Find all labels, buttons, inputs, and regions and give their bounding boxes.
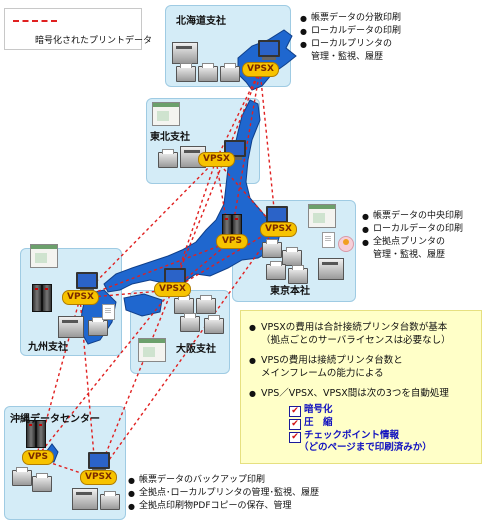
- printer-icon: [282, 247, 302, 266]
- vpsx-badge-tokyo: VPSX: [260, 222, 297, 237]
- printer-icon: [72, 488, 98, 510]
- server-icon: [42, 284, 52, 312]
- printer-icon: [266, 261, 286, 280]
- printer-icon: [88, 317, 108, 336]
- printer-icon: [180, 313, 200, 332]
- map-honshu: [103, 99, 281, 293]
- printer-icon: [196, 295, 216, 314]
- vps-badge-tokyo: VPS: [216, 234, 248, 249]
- notes-okinawa: 帳票データのバックアップ印刷 全拠点･ローカルプリンタの管理･監視、履歴 全拠点…: [128, 474, 319, 513]
- note-item-continued: 管理・監視、履歴: [373, 250, 446, 260]
- vps-badge-okinawa: VPS: [22, 450, 54, 465]
- check-item-checkpoint: ✔チェックポイント情報: [289, 427, 399, 443]
- check-item-label: チェックポイント情報: [304, 430, 400, 441]
- computer-icon: [76, 272, 98, 292]
- server-icon: [32, 284, 42, 312]
- note-item: 全拠点印刷物PDFコピーの保存、管理: [128, 500, 319, 513]
- region-label-kyushu: 九州支社: [28, 342, 68, 353]
- document-window-icon: [30, 244, 58, 268]
- printer-icon: [12, 467, 32, 486]
- user-icon: [338, 236, 354, 252]
- document-icon: [102, 304, 115, 320]
- printer-icon: [288, 265, 308, 284]
- note-item: 帳票データのバックアップ印刷: [128, 474, 319, 487]
- server-icon: [36, 420, 46, 448]
- map-hokkaido: [237, 29, 297, 91]
- region-label-hokkaido: 北海道支社: [176, 16, 226, 27]
- region-label-tohoku: 東北支社: [150, 132, 190, 143]
- server-icon: [26, 420, 36, 448]
- info-item-continued: （拠点ごとのサーバライセンスは必要なし）: [261, 335, 451, 346]
- computer-icon: [258, 40, 280, 60]
- printer-icon: [220, 63, 240, 82]
- note-item: 全拠点プリンタの: [362, 236, 463, 249]
- legend-dashed-line: [13, 20, 57, 22]
- checkbox-icon: ✔: [289, 419, 301, 430]
- document-icon: [322, 232, 335, 248]
- checkbox-icon: ✔: [289, 406, 301, 417]
- note-item: ローカルデータの印刷: [300, 25, 401, 38]
- connection-line-tkv-kyu: [79, 241, 231, 299]
- connection-lines: [35, 69, 277, 479]
- note-item: 帳票データの分散印刷: [300, 12, 401, 25]
- connection-line-toh-kyu: [79, 159, 217, 299]
- note-item: 全拠点･ローカルプリンタの管理･監視、履歴: [128, 487, 319, 500]
- vpsx-badge-tohoku: VPSX: [198, 152, 235, 167]
- document-window-icon: [152, 102, 180, 126]
- printer-icon: [158, 149, 178, 168]
- vpsx-badge-hokkaido: VPSX: [242, 62, 279, 77]
- info-item: VPS／VPSX、VPSX間は次の3つを自動処理: [249, 387, 451, 400]
- legend-label: 暗号化されたプリントデータ: [35, 36, 153, 46]
- connection-line-okv-okx: [35, 457, 97, 479]
- printer-icon: [204, 315, 224, 334]
- connection-line-hok-tkx: [259, 69, 277, 229]
- connection-line-osa-okx: [95, 289, 173, 479]
- connection-line-tkx-osa: [171, 227, 277, 291]
- check-item-label: 圧 縮: [304, 417, 333, 428]
- region-label-tokyo: 東京本社: [270, 286, 310, 297]
- connection-line-hok-toh: [215, 69, 261, 161]
- note-item: ローカルプリンタの: [300, 38, 401, 51]
- notes-tokyo: 帳票データの中央印刷 ローカルデータの印刷 全拠点プリンタの 管理・監視、履歴: [362, 210, 463, 262]
- computer-icon: [266, 206, 288, 226]
- connection-line-toh-tkv: [215, 159, 231, 243]
- connection-line-osa-okv: [35, 289, 173, 459]
- document-window-icon: [308, 204, 336, 228]
- info-item: VPSの費用は接続プリンタ台数と: [249, 354, 451, 367]
- printer-icon: [172, 42, 198, 64]
- note-item-continued: 管理・監視、履歴: [311, 52, 384, 62]
- region-label-okinawa: 沖縄データセンター: [10, 414, 100, 425]
- legend: 暗号化されたプリントデータ: [4, 8, 152, 50]
- checkbox-icon: ✔: [289, 432, 301, 443]
- computer-icon: [88, 452, 110, 472]
- note-item: 帳票データの中央印刷: [362, 210, 463, 223]
- printer-icon: [58, 316, 84, 338]
- check-item-checkpoint-detail: （どのページまで印刷済みか）: [299, 442, 432, 453]
- check-item-compression: ✔圧 縮: [289, 414, 333, 430]
- info-list: VPSXの費用は合計接続プリンタ台数が基本 （拠点ごとのサーバライセンスは必要な…: [249, 321, 451, 400]
- vpsx-badge-okinawa: VPSX: [80, 470, 117, 485]
- info-box: VPSXの費用は合計接続プリンタ台数が基本 （拠点ごとのサーバライセンスは必要な…: [240, 310, 482, 464]
- region-label-osaka: 大阪支社: [176, 344, 216, 355]
- connection-line-hok-tkv: [229, 69, 261, 243]
- document-window-icon: [138, 338, 166, 362]
- check-item-encryption: ✔暗号化: [289, 401, 333, 417]
- info-item-continued: メインフレームの能力による: [261, 368, 384, 379]
- note-item: ローカルデータの印刷: [362, 223, 463, 236]
- info-item: VPSXの費用は合計接続プリンタ台数が基本: [249, 321, 451, 334]
- vpsx-badge-osaka: VPSX: [154, 282, 191, 297]
- printer-icon: [100, 491, 120, 510]
- printer-icon: [198, 63, 218, 82]
- printer-icon: [176, 63, 196, 82]
- printer-icon: [174, 295, 194, 314]
- map-shikoku: [123, 293, 163, 317]
- check-item-label: 暗号化: [304, 404, 333, 415]
- printer-icon: [318, 258, 344, 280]
- vpsx-badge-kyushu: VPSX: [62, 290, 99, 305]
- printer-icon: [262, 239, 282, 258]
- notes-hokkaido: 帳票データの分散印刷 ローカルデータの印刷 ローカルプリンタの 管理・監視、履歴: [300, 12, 401, 64]
- printer-icon: [32, 473, 52, 492]
